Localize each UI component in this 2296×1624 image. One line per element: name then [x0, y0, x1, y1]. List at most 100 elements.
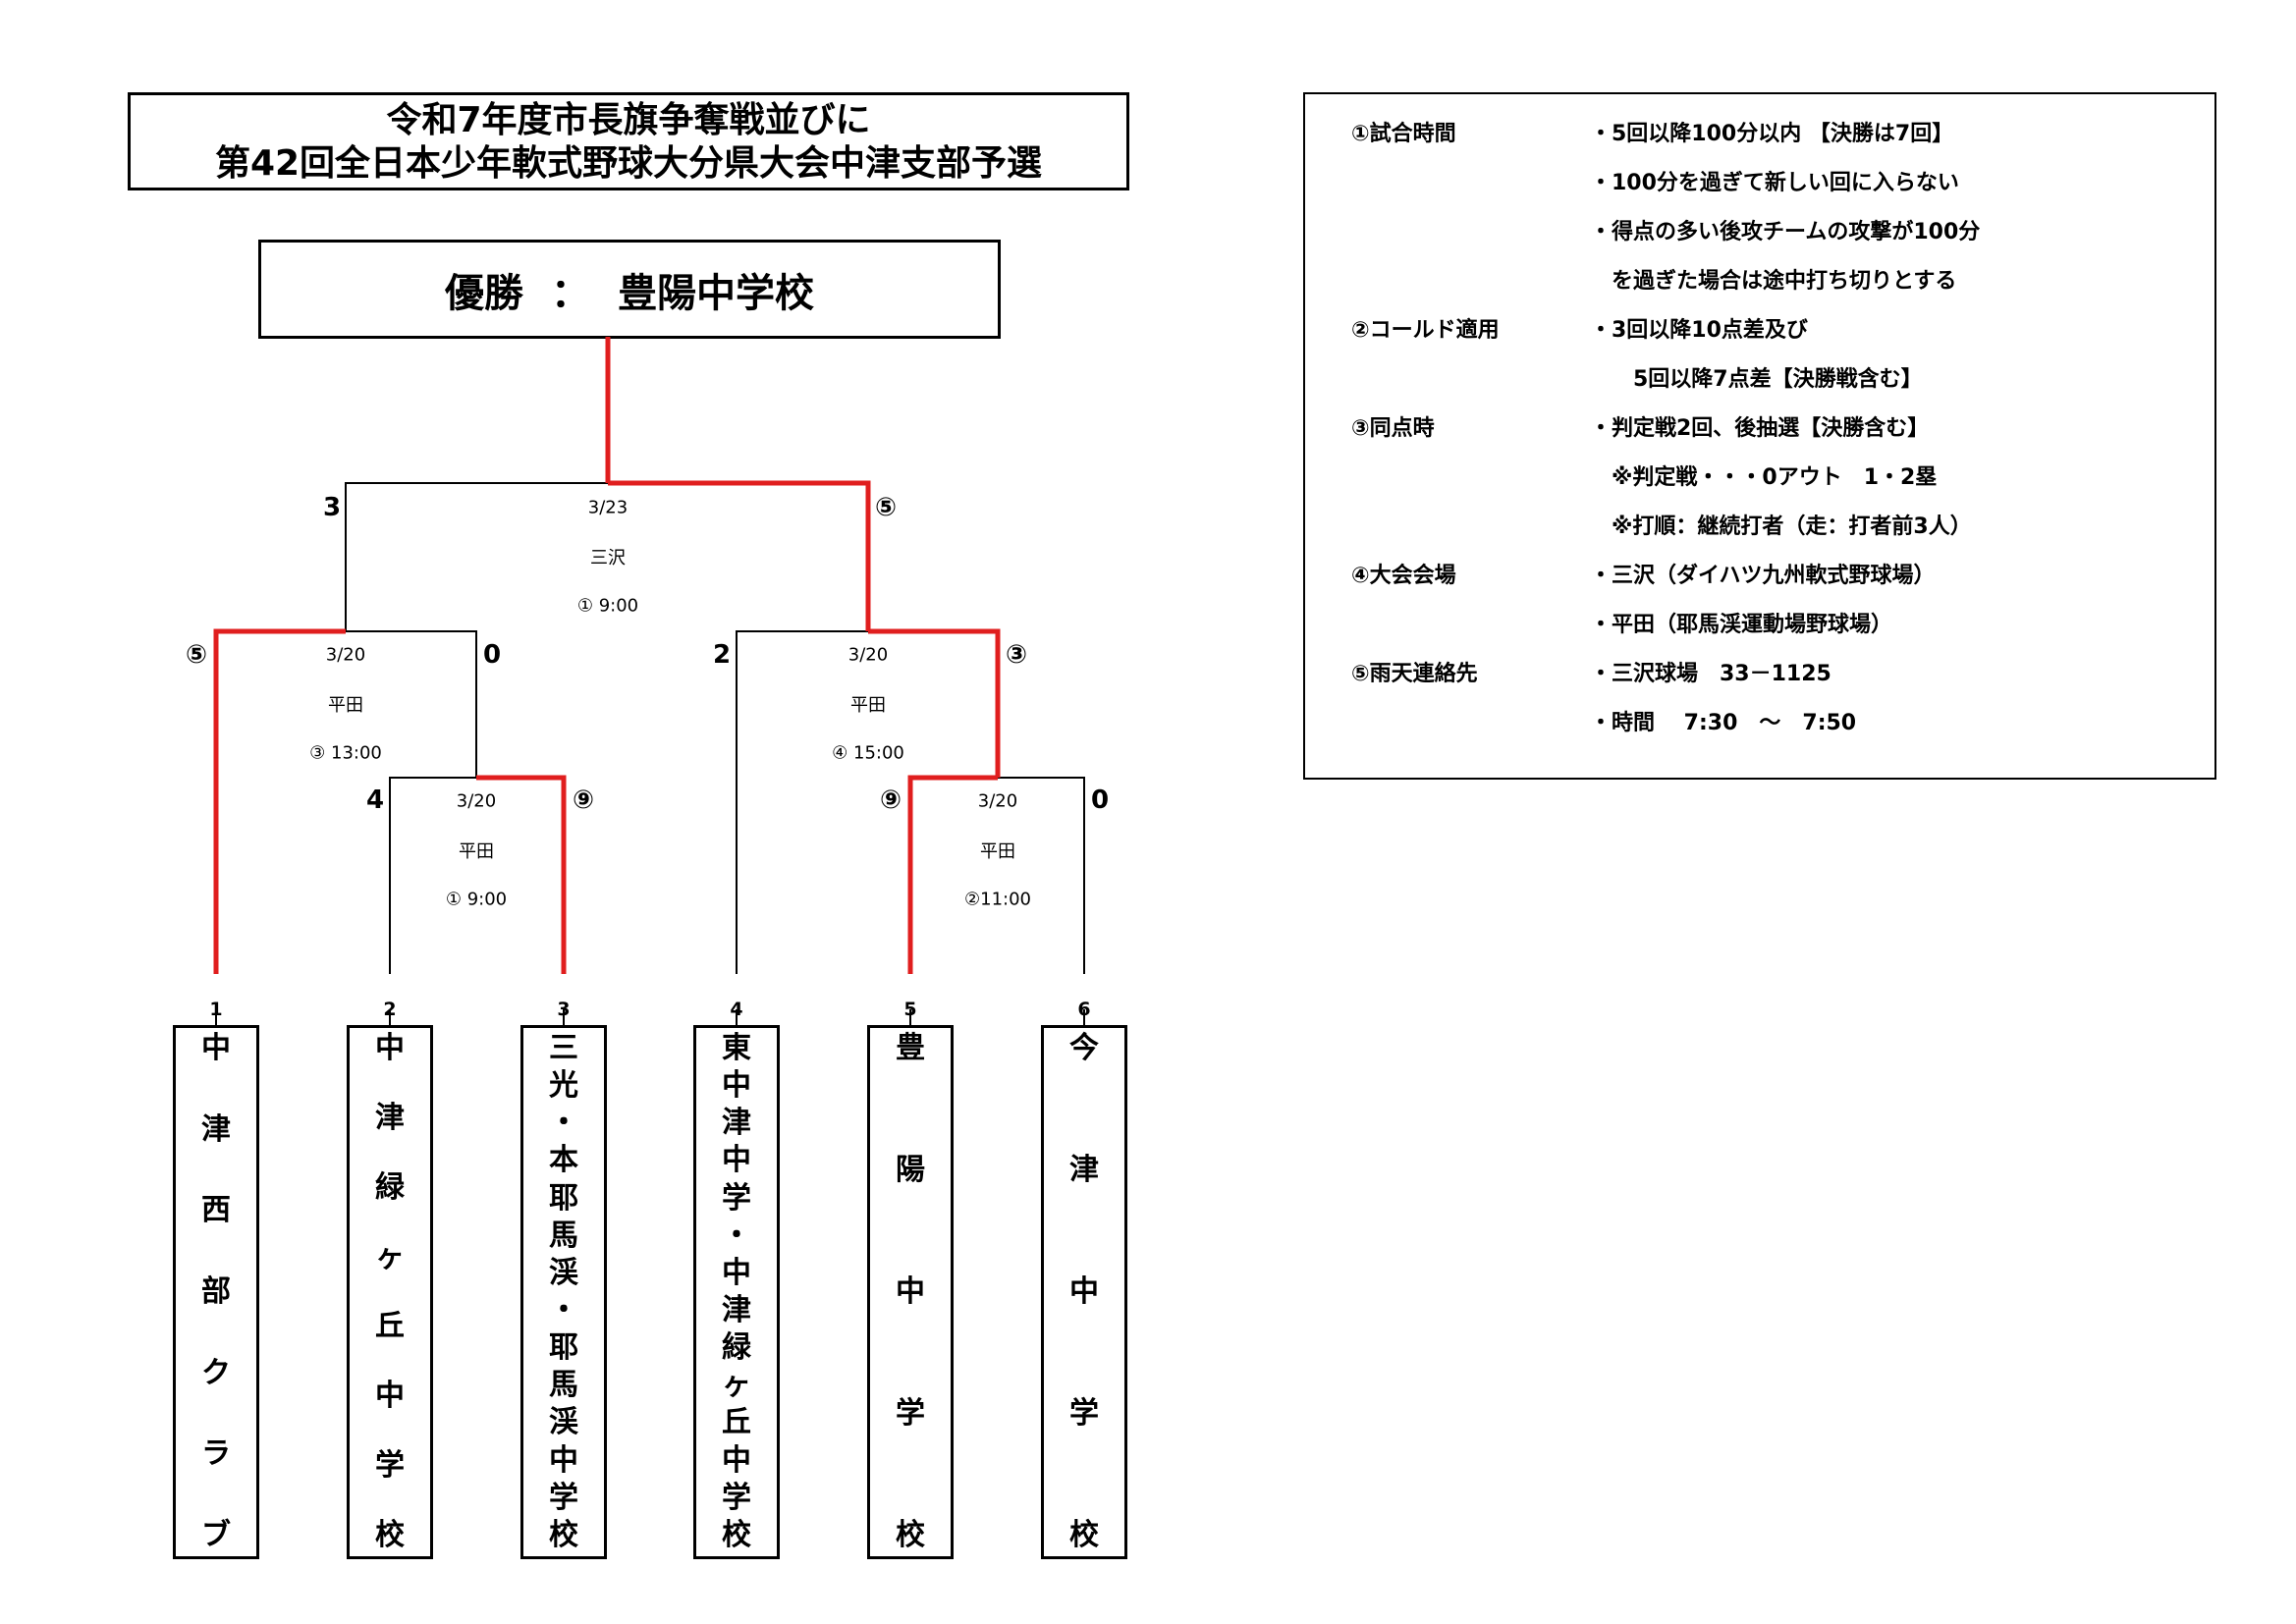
team-name-char: 本 — [549, 1143, 578, 1178]
line-team-5-win — [907, 775, 998, 974]
rule-text: ※判定戦・・・0アウト 1・2塁 — [1590, 465, 1938, 490]
team-name-char: 津 — [722, 1292, 751, 1327]
team-name-char: 学 — [722, 1180, 751, 1216]
team-name-char: 中 — [722, 1442, 751, 1478]
rule-text: 5回以降7点差【決勝戦含む】 — [1590, 367, 1923, 392]
team-number-6: 6 — [1077, 999, 1091, 1020]
team-name-char: 中 — [375, 1031, 405, 1065]
team-name-char: 丘 — [722, 1405, 751, 1440]
team-name-char: 中 — [896, 1274, 925, 1309]
m1-score-left: 4 — [365, 785, 385, 815]
m3-date: 3/20 — [325, 644, 366, 666]
rule-text: ・三沢球場 33－1125 — [1590, 662, 1831, 686]
team-name-char: 中 — [201, 1031, 231, 1065]
team-name-char: 中 — [549, 1442, 578, 1478]
final-slot: ① 9:00 — [576, 595, 639, 617]
final-score-right: ⑤ — [874, 493, 898, 522]
team-name-char: 馬 — [549, 1368, 578, 1403]
team-number-2: 2 — [383, 999, 397, 1020]
team-number-4: 4 — [730, 999, 743, 1020]
team-name-char: 光 — [549, 1068, 578, 1104]
m4-slot: ④ 15:00 — [832, 742, 904, 764]
rule-text: ・得点の多い後攻チームの攻撃が100分 — [1590, 220, 1981, 244]
team-name-char: 中 — [722, 1143, 751, 1178]
m2-date: 3/20 — [977, 790, 1018, 812]
team-name-char: 校 — [1069, 1518, 1099, 1552]
team-name-char: ・ — [722, 1218, 751, 1253]
team-name-char: 渓 — [549, 1255, 578, 1290]
rule-text: ・平田（耶馬渓運動場野球場） — [1590, 613, 1893, 637]
winner-team: 豊陽中学校 — [618, 270, 814, 316]
team-name-char: ヶ — [375, 1239, 405, 1274]
m4-venue: 平田 — [850, 695, 886, 716]
team-box-3: 三光・本耶馬渓・耶馬渓中学校 — [520, 1025, 607, 1559]
team-name-char: 豊 — [896, 1031, 925, 1065]
line-m4-left — [736, 630, 868, 974]
rule-heading: ③同点時 — [1351, 416, 1435, 441]
line-m4-win — [608, 480, 871, 631]
rule-text: ・3回以降10点差及び — [1590, 318, 1808, 343]
m2-score-right: 0 — [1090, 785, 1110, 815]
m1-slot: ① 9:00 — [445, 889, 508, 910]
team-name-char: 中 — [1069, 1274, 1099, 1309]
m1-venue: 平田 — [459, 841, 494, 862]
team-name-char: 今 — [1069, 1031, 1099, 1065]
title-line-2: 第42回全日本少年軟式野球大分県大会中津支部予選 — [214, 143, 1043, 184]
rule-heading: ②コールド適用 — [1351, 318, 1500, 343]
team-box-5: 豊陽中学校 — [867, 1025, 954, 1559]
team-box-1: 中津西部クラブ — [173, 1025, 259, 1559]
final-venue: 三沢 — [590, 548, 626, 568]
team-box-6: 今津中学校 — [1041, 1025, 1127, 1559]
team-name-char: ヶ — [722, 1368, 751, 1403]
team-name-char: 学 — [722, 1480, 751, 1515]
rule-heading: ⑤雨天連絡先 — [1351, 662, 1478, 686]
winner-separator: ： — [551, 270, 590, 316]
winner-label: 優勝 — [445, 270, 523, 316]
team-name-char: 学 — [1069, 1396, 1099, 1431]
team-number-3: 3 — [557, 999, 571, 1020]
line-team-6 — [998, 777, 1085, 974]
team-name-char: 津 — [1069, 1153, 1099, 1187]
title-line-1: 令和7年度市長旗争奪戦並びに — [386, 100, 871, 140]
team-name-char: 耶 — [549, 1330, 578, 1366]
m3-score-left: ⑤ — [185, 640, 208, 670]
team-name-char: 中 — [722, 1068, 751, 1104]
team-name-char: 緑 — [722, 1330, 751, 1366]
m4-score-right: ③ — [1005, 640, 1028, 670]
team-name-char: 校 — [375, 1517, 405, 1552]
team-name-char: 中 — [722, 1255, 751, 1290]
rule-heading: ①試合時間 — [1351, 122, 1456, 146]
final-date: 3/23 — [587, 497, 629, 518]
rule-text: ・5回以降100分以内 【決勝は7回】 — [1590, 122, 1954, 146]
tournament-title: 令和7年度市長旗争奪戦並びに 第42回全日本少年軟式野球大分県大会中津支部予選 — [128, 92, 1129, 190]
rule-text: ※打順：継続打者（走：打者前3人） — [1590, 514, 1972, 539]
team-name-char: 耶 — [549, 1180, 578, 1216]
rule-text: ・判定戦2回、後抽選【決勝含む】 — [1590, 416, 1930, 441]
team-name-char: 緑 — [375, 1169, 405, 1205]
rule-heading: ④大会会場 — [1351, 564, 1456, 588]
team-name-char: 中 — [375, 1379, 405, 1414]
line-team-3-win — [476, 775, 567, 974]
line-m3-right — [346, 630, 477, 778]
team-name-char: 津 — [722, 1106, 751, 1141]
rule-text: を過ぎた場合は途中打ち切りとする — [1590, 269, 1957, 294]
team-box-4: 東中津中学・中津緑ヶ丘中学校 — [693, 1025, 780, 1559]
m1-date: 3/20 — [456, 790, 497, 812]
team-name-char: 学 — [549, 1480, 578, 1515]
m3-slot: ③ 13:00 — [309, 742, 382, 764]
m2-slot: ②11:00 — [963, 889, 1032, 910]
team-name-char: 丘 — [375, 1309, 405, 1344]
team-name-char: 馬 — [549, 1218, 578, 1253]
team-name-char: 校 — [896, 1518, 925, 1552]
team-name-char: 津 — [375, 1100, 405, 1135]
team-name-char: 学 — [375, 1448, 405, 1484]
team-name-char: 学 — [896, 1396, 925, 1431]
rule-text: ・時間 7:30 ～ 7:50 — [1590, 711, 1857, 735]
line-team-1-win — [213, 628, 346, 974]
final-score-left: 3 — [322, 493, 342, 522]
team-name-char: 部 — [201, 1273, 231, 1309]
line-team-2 — [389, 777, 476, 974]
team-box-2: 中津緑ヶ丘中学校 — [347, 1025, 433, 1559]
m2-score-left: ⑨ — [879, 785, 902, 815]
